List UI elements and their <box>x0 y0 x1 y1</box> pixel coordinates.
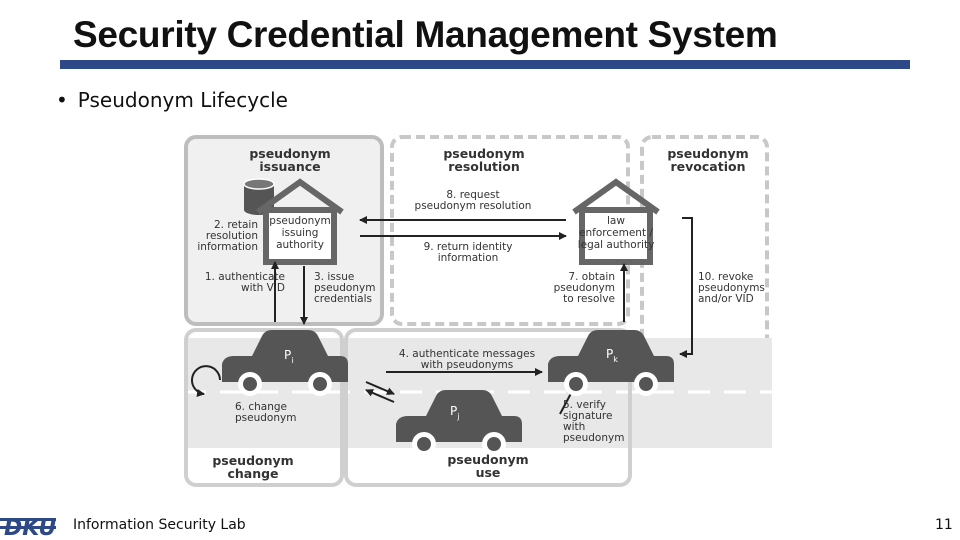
change-region <box>184 328 344 487</box>
slide-title: Security Credential Management System <box>73 14 778 55</box>
car-j-label: Pj <box>450 404 459 421</box>
bullet-item: • Pseudonym Lifecycle <box>56 88 288 112</box>
bullet-dot: • <box>56 88 68 112</box>
use-region <box>344 328 632 487</box>
bullet-text: Pseudonym Lifecycle <box>77 88 288 112</box>
car-k-label: Pk <box>606 347 618 364</box>
flow-arrows <box>191 216 693 415</box>
footer-lab-name: Information Security Lab <box>73 517 246 533</box>
svg-text:DKU: DKU <box>4 516 56 540</box>
car-i-label: Pi <box>284 348 293 365</box>
dku-logo: DKU <box>0 516 56 540</box>
page-number: 11 <box>935 517 953 533</box>
title-underline <box>60 60 910 69</box>
